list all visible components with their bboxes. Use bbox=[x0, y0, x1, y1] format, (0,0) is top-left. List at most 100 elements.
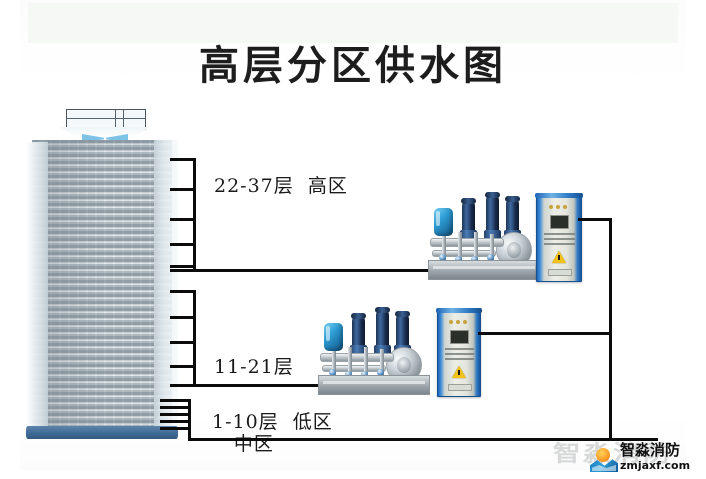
pump-riser bbox=[458, 232, 462, 262]
warning-triangle-icon bbox=[552, 251, 566, 263]
mid-zone-label: 11-21层 中区 bbox=[214, 304, 294, 479]
pump-riser bbox=[442, 236, 446, 262]
logo-name: 智淼消防 bbox=[620, 441, 681, 459]
skid-base-frame bbox=[428, 260, 540, 280]
mid-zone-branch bbox=[170, 365, 196, 368]
building-base bbox=[26, 426, 178, 439]
logo-url: zmjaxf.com bbox=[620, 459, 691, 472]
page-title: 高层分区供水图 bbox=[199, 42, 507, 89]
pressure-tank bbox=[434, 208, 453, 236]
high-zone-discharge bbox=[578, 218, 612, 221]
cabinet-indicator-lights[interactable] bbox=[549, 205, 567, 209]
cabinet-display-screen[interactable] bbox=[550, 215, 569, 229]
main-right-trunk bbox=[609, 218, 612, 440]
high-zone-riser bbox=[193, 158, 196, 272]
skid-base-frame bbox=[318, 375, 430, 395]
cabinet-label-text bbox=[544, 233, 575, 235]
cabinet-display-screen[interactable] bbox=[450, 330, 469, 344]
low-zone-branch bbox=[160, 406, 190, 409]
high-zone-branch bbox=[170, 218, 196, 221]
cabinet-top-cap bbox=[535, 193, 583, 198]
logo-sun-wave-icon bbox=[590, 446, 618, 472]
high-rise-building bbox=[26, 140, 178, 439]
pump-riser bbox=[490, 234, 494, 262]
pump-riser bbox=[380, 349, 384, 377]
background-panel-top bbox=[28, 3, 678, 43]
pump-motor-cap bbox=[395, 311, 410, 317]
building-right-glazing bbox=[154, 140, 178, 432]
rooftop-skirt bbox=[60, 127, 150, 138]
cabinet-label-text bbox=[444, 358, 475, 360]
low-zone-branch bbox=[160, 413, 190, 416]
mid-zone-branch bbox=[170, 316, 196, 319]
warning-triangle-icon bbox=[452, 366, 466, 378]
pressure-tank bbox=[324, 323, 343, 351]
pump-riser bbox=[348, 347, 352, 377]
pump-motor-cap bbox=[485, 192, 500, 198]
pump-motor bbox=[460, 202, 477, 239]
high-zone-branch bbox=[170, 243, 196, 246]
mid-zone-discharge bbox=[478, 332, 611, 335]
site-logo: 智淼消防 zmjaxf.com bbox=[590, 443, 690, 472]
cabinet-label-text bbox=[444, 348, 475, 350]
suction-manifold bbox=[320, 353, 394, 362]
mid-zone-supply-main bbox=[170, 384, 348, 387]
rooftop-frame bbox=[66, 109, 146, 130]
low-zone-branch bbox=[160, 399, 190, 402]
cabinet-top-cap bbox=[436, 308, 482, 313]
pump-motor-cap bbox=[505, 196, 520, 202]
rooftop-bowtie-icon bbox=[82, 134, 128, 143]
suction-manifold bbox=[430, 238, 504, 247]
cabinet-label-text bbox=[544, 243, 575, 245]
pump-riser bbox=[474, 232, 478, 262]
mid-zone-label-line2: 中区 bbox=[233, 433, 274, 456]
rooftop-tank bbox=[58, 109, 158, 145]
mid-zone-branch bbox=[170, 290, 196, 293]
pump-riser bbox=[332, 351, 336, 377]
low-zone-branch bbox=[160, 427, 190, 430]
mid-zone-control-cabinet[interactable] bbox=[436, 308, 482, 397]
discharge-manifold bbox=[432, 250, 496, 257]
pump-motor bbox=[504, 200, 521, 239]
high-zone-top-header bbox=[170, 158, 196, 161]
building-left-glazing bbox=[26, 141, 48, 431]
high-zone-supply-main bbox=[170, 269, 460, 272]
pump-valve bbox=[329, 369, 336, 376]
low-zone-label: 1-10层 低区 bbox=[212, 411, 333, 433]
mid-zone-label-line1: 11-21层 bbox=[214, 356, 294, 379]
cabinet-label-text bbox=[544, 238, 575, 240]
low-zone-supply-main bbox=[188, 438, 658, 441]
cabinet-nameplate bbox=[448, 384, 472, 391]
pump-valve bbox=[439, 254, 446, 261]
high-zone-label: 22-37层 高区 bbox=[214, 175, 348, 197]
pump-motor-cap bbox=[375, 307, 390, 313]
pump-valve bbox=[455, 256, 462, 263]
building-mullions bbox=[32, 140, 172, 430]
mid-zone-pump-skid bbox=[318, 307, 430, 395]
high-zone-branch bbox=[170, 188, 196, 191]
pump-valve bbox=[471, 256, 478, 263]
cabinet-indicator-lights[interactable] bbox=[449, 320, 467, 324]
high-zone-branch bbox=[170, 265, 196, 268]
low-zone-riser bbox=[188, 399, 191, 441]
pump-riser bbox=[364, 347, 368, 377]
pump-motor bbox=[374, 311, 391, 354]
cabinet-label-text bbox=[444, 353, 475, 355]
pump-motor bbox=[394, 315, 411, 354]
pump-motor bbox=[484, 196, 501, 239]
high-zone-pump-skid bbox=[428, 192, 540, 280]
cabinet-nameplate bbox=[548, 269, 572, 276]
low-zone-branch bbox=[160, 420, 190, 423]
pump-motor bbox=[350, 317, 367, 354]
high-zone-control-cabinet[interactable] bbox=[535, 193, 583, 282]
pump-valve bbox=[361, 371, 368, 378]
building-shade bbox=[46, 140, 106, 430]
pump-valve bbox=[377, 369, 384, 376]
pump-motor-cap bbox=[351, 313, 366, 319]
mid-zone-riser bbox=[193, 290, 196, 387]
discharge-manifold bbox=[322, 365, 386, 372]
pump-motor-cap bbox=[461, 198, 476, 204]
pump-valve bbox=[345, 371, 352, 378]
pump-valve bbox=[487, 254, 494, 261]
